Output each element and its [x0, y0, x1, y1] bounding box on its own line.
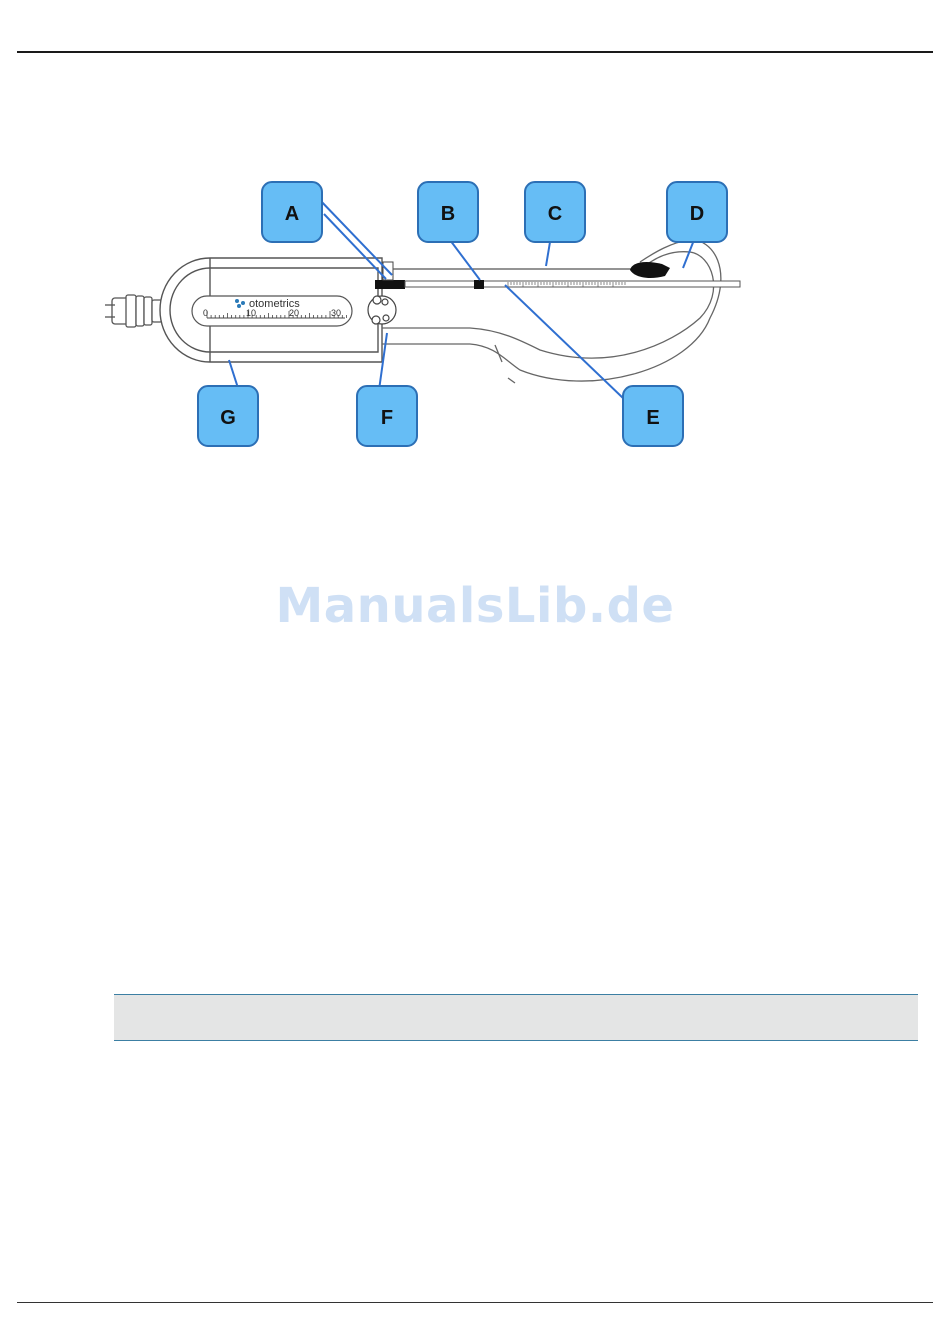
callout-label-e: E [646, 407, 659, 429]
probe-tip [630, 262, 670, 278]
leader-line-c [546, 242, 550, 266]
leader-line-g [229, 360, 238, 388]
scale-number-0: 0 [203, 308, 208, 318]
probe-rod [375, 262, 740, 289]
cable-connector [105, 295, 162, 327]
callout-label-d: D [690, 203, 704, 225]
callout-label-a: A [285, 203, 299, 225]
probe-tube-loop [382, 240, 721, 383]
callout-a: A [262, 182, 322, 242]
note-box [114, 994, 918, 1041]
callout-label-f: F [381, 407, 393, 429]
callout-b: B [418, 182, 478, 242]
probe-diagram: 0 10 20 30 otometrics [0, 0, 950, 500]
callout-d: D [667, 182, 727, 242]
callout-c: C [525, 182, 585, 242]
brand-name: otometrics [249, 298, 300, 310]
scale-number-30: 30 [331, 308, 341, 318]
measuring-scale: 0 10 20 30 otometrics [192, 296, 352, 326]
callout-label-b: B [441, 203, 455, 225]
leader-line-d [683, 240, 694, 268]
callout-label-c: C [548, 203, 562, 225]
callout-label-g: G [220, 407, 236, 429]
callout-e: E [623, 386, 683, 446]
leader-line-b [450, 240, 480, 280]
callout-f: F [357, 386, 417, 446]
callout-g: G [198, 386, 258, 446]
adjustment-wheel [368, 296, 396, 324]
footer-rule [17, 1302, 933, 1303]
watermark: ManualsLib.de [0, 578, 950, 634]
